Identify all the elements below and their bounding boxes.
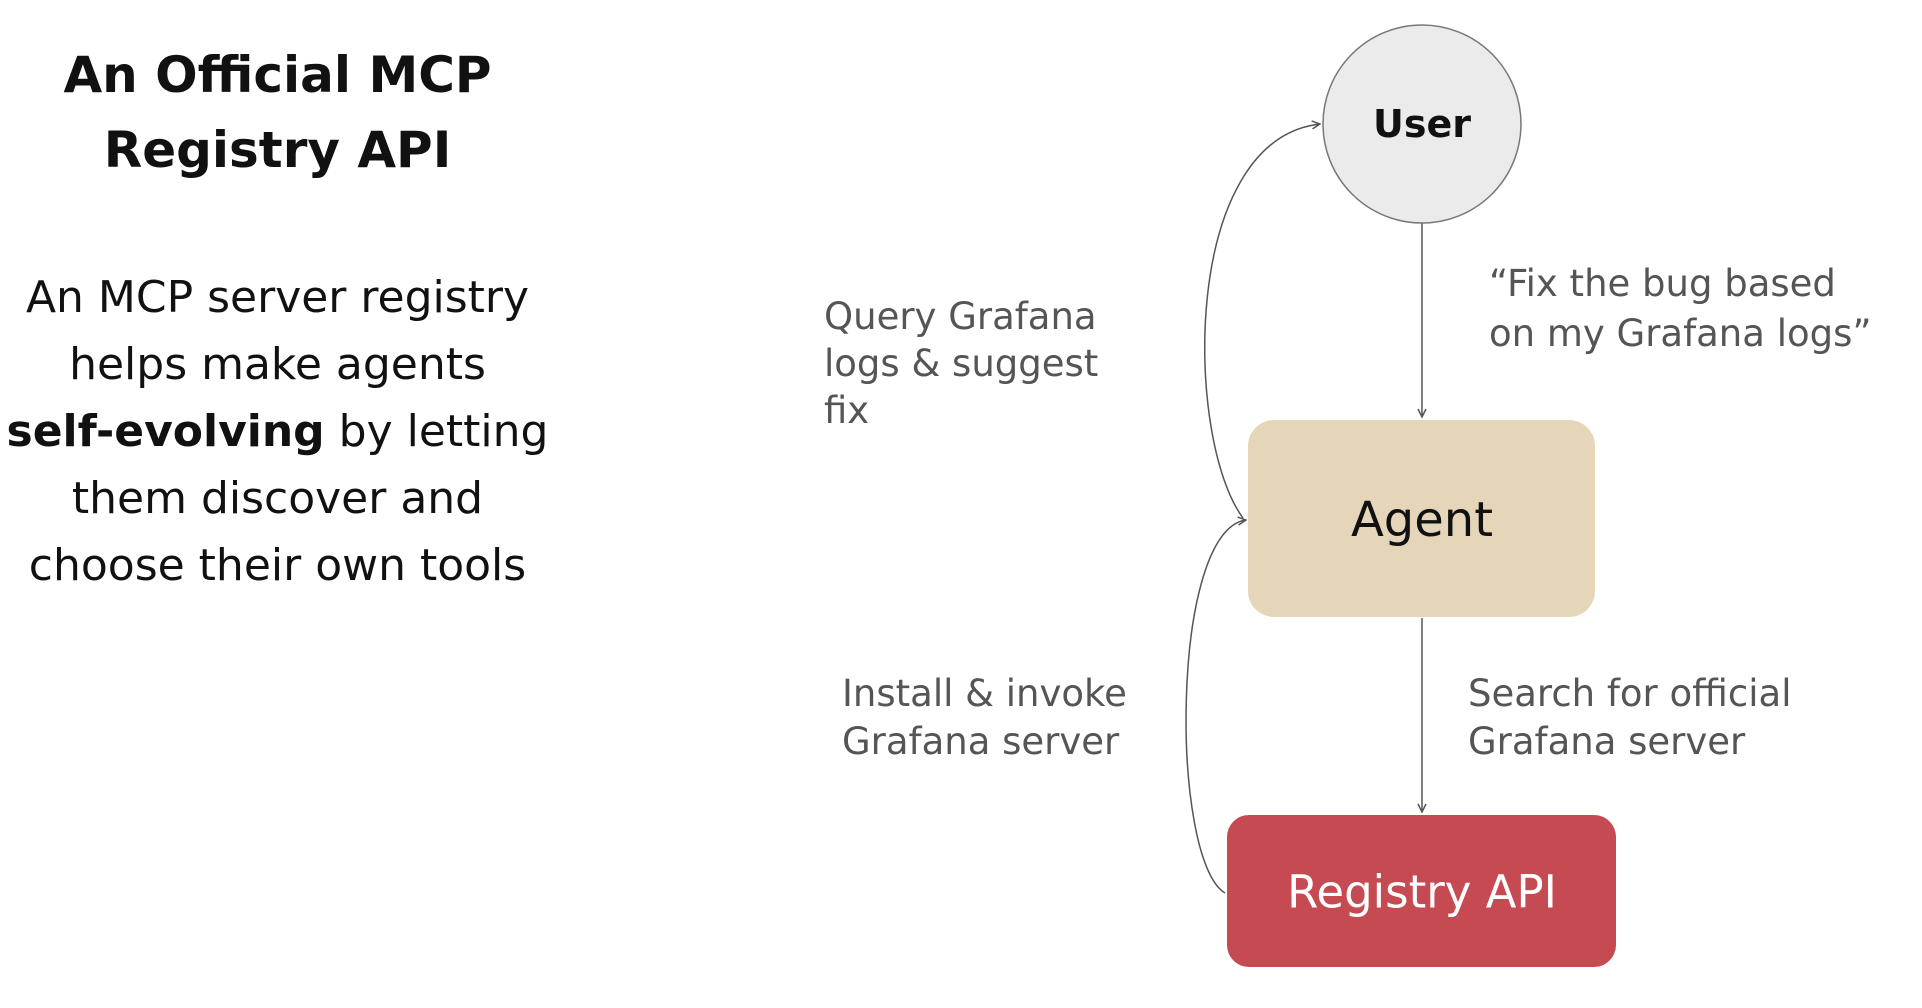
user-circle (1322, 24, 1522, 224)
label-user-to-agent-line-2: on my Grafana logs” (1489, 312, 1872, 355)
slide-title-line-1: An Official MCP (63, 46, 492, 104)
registry-api-label: Registry API (1287, 866, 1557, 919)
label-agent-to-user-line-2: logs & suggest (824, 342, 1098, 385)
label-agent-to-user-line-1: Query Grafana (824, 295, 1097, 338)
agent-box (1248, 420, 1595, 617)
label-agent-to-user-line-3: fix (824, 389, 869, 432)
agent-label: Agent (1351, 492, 1493, 548)
description-line-4: them discover and (71, 473, 484, 524)
slide-title: An Official MCP Registry API (25, 38, 530, 188)
description-line-2: helps make agents (69, 339, 486, 390)
description-line-3-rest: by letting (324, 406, 549, 457)
label-user-to-agent: “Fix the bug based on my Grafana logs” (1489, 262, 1872, 355)
label-registry-to-agent: Install & invoke Grafana server (842, 672, 1139, 763)
node-registry-api: Registry API (1227, 815, 1616, 967)
description-line-1: An MCP server registry (25, 272, 530, 323)
self-evolving-emphasis: self-evolving (6, 406, 325, 457)
registry-api-box (1227, 815, 1616, 967)
label-agent-to-registry-line-1: Search for official (1468, 672, 1792, 715)
user-label: User (1373, 102, 1471, 146)
slide-title-line-2: Registry API (103, 121, 452, 179)
node-user: User (1322, 24, 1522, 224)
label-user-to-agent-line-1: “Fix the bug based (1489, 262, 1836, 305)
slide-description: An MCP server registry helps make agents… (0, 264, 595, 599)
label-registry-to-agent-line-1: Install & invoke (842, 672, 1127, 715)
label-agent-to-user: Query Grafana logs & suggest fix (824, 295, 1110, 432)
node-agent: Agent (1248, 420, 1595, 617)
label-registry-to-agent-line-2: Grafana server (842, 720, 1120, 763)
label-agent-to-registry: Search for official Grafana server (1468, 672, 1803, 763)
description-line-5: choose their own tools (28, 540, 527, 591)
description-line-3: self-evolving by letting (0, 398, 595, 465)
edge-registry-to-agent (1185, 520, 1246, 894)
label-agent-to-registry-line-2: Grafana server (1468, 720, 1746, 763)
edge-agent-to-user (1204, 124, 1320, 519)
